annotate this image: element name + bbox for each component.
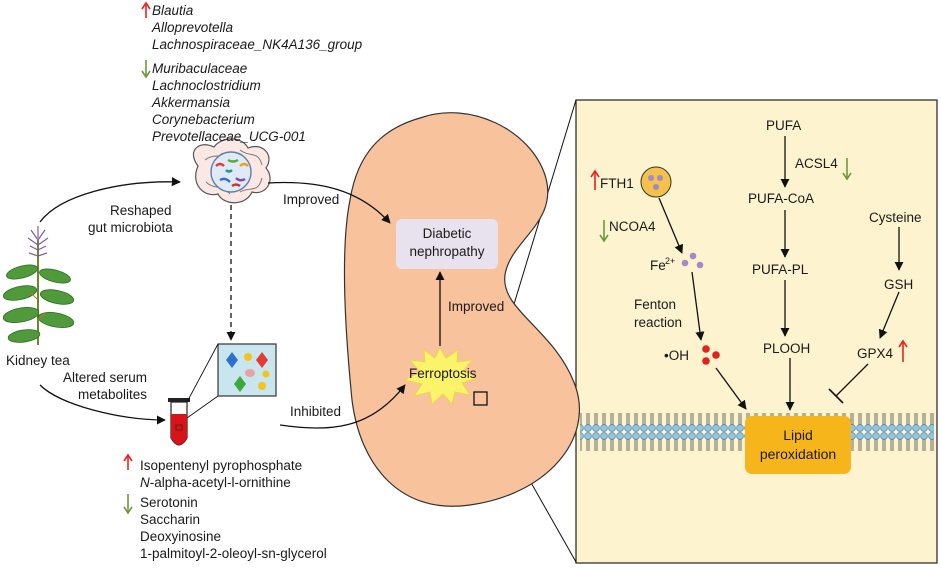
serum-down-item: Serotonin [140,495,198,510]
up-arrow-icon [123,453,133,470]
down-arrow-icon [599,220,609,243]
arrow-oh-to-lipid [715,367,747,410]
pufa-coa-label: PUFA-CoA [748,191,814,206]
arrow-tube-to-ferroptosis [279,384,406,429]
pufa-pl-label: PUFA-PL [752,262,809,277]
fenton-label-line2: reaction [634,315,682,330]
kidney-shape [343,112,580,507]
gut-down-list: Muribaculaceae Lachnoclostridium Akkerma… [152,60,306,145]
serum-up-item-prefix: N [140,475,150,490]
serum-down-item: 1-palmitoyl-2-oleoyl-sn-glycerol [140,546,327,561]
arrow-ferritin-to-fe [658,197,684,254]
dn-label-line2: nephropathy [409,244,485,259]
ncoa4-label: NCOA4 [609,219,656,234]
down-arrow-icon [123,494,133,515]
cysteine-label: Cysteine [869,210,922,225]
reshaped-label-line1: Reshaped [110,203,172,218]
gsh-label: GSH [884,277,913,292]
gut-up-item: Alloprevotella [152,20,234,35]
inhibited-label: Inhibited [290,404,341,419]
plooh-label: PLOOH [763,341,810,356]
gpx4-label: GPX4 [857,346,894,361]
inhibit-gpx4-to-lipid [835,363,869,397]
lipid-label-line1: Lipid [783,427,813,443]
ferroptosis-burst [403,347,477,405]
arrow-fe-to-oh [691,271,705,341]
gut-down-item: Corynebacterium [152,112,255,127]
serum-up-list: Isopentenyl pyrophosphate N-alpha-acetyl… [140,457,302,491]
improved-mid-label: Improved [448,299,504,314]
oh-label: •OH [664,348,689,363]
dn-label-line1: Diabetic [422,226,472,241]
blood-tube-icon [168,398,190,446]
down-arrow-icon [842,158,852,181]
serum-up-item: N-alpha-acetyl-l-ornithine [140,474,302,491]
pufa-label: PUFA [766,118,801,133]
altered-label-line2: metabolites [78,387,147,402]
serum-up-item: Isopentenyl pyrophosphate [140,458,303,473]
lipid-peroxidation-box: Lipid peroxidation [745,416,851,474]
inhibit-bar [828,388,844,404]
diabetic-nephropathy-box: Diabetic nephropathy [396,219,498,269]
hydroxyl-radical-dots [702,345,720,365]
arrow-gut-to-dn [267,181,391,224]
gut-down-item: Akkermansia [152,95,231,110]
up-arrow-icon [898,339,908,362]
serum-up-item-rest: -alpha-acetyl-l-ornithine [149,475,291,490]
gut-up-list: Blautia Alloprevotella Lachnospiraceae_N… [152,2,362,53]
kidney-tea-label: Kidney tea [6,353,70,368]
ferroptosis-pathway-panel [575,99,938,564]
altered-label-line1: Altered serum [63,370,147,385]
down-arrow-icon [141,60,151,79]
gut-down-item: Prevotellaceae_UCG-001 [152,129,306,144]
metabolites-panel-icon [217,343,277,397]
fenton-label-line1: Fenton [634,297,676,312]
gut-up-item: Blautia [152,3,194,18]
ferroptosis-label: Ferroptosis [409,366,477,381]
zoom-source-square [473,391,488,406]
gut-down-item: Muribaculaceae [152,61,248,76]
gut-microbiota-icon [192,138,271,204]
arrow-gsh-to-gpx4 [878,291,900,339]
iron-ferritin-icon [640,166,672,198]
acsl4-label: ACSL4 [795,156,838,171]
serum-down-item: Deoxyinosine [140,529,222,544]
gut-up-item: Lachnospiraceae_NK4A136_group [152,37,363,52]
kidney-tea-plant-icon [2,226,75,345]
fth1-label: FTH1 [600,176,634,191]
gut-down-item: Lachnoclostridium [152,78,261,93]
up-arrow-icon [590,169,600,190]
arrow-to-reshaped [39,177,181,223]
reshaped-label-line2: gut microbiota [88,220,173,235]
fe-label: Fe [650,258,666,273]
fe-superscript: 2+ [665,256,675,266]
fe-ion-dots [681,252,704,269]
up-arrow-icon [141,1,151,18]
serum-down-list: Serotonin Saccharin Deoxyinosine 1-palmi… [140,494,327,562]
arrow-to-altered [39,384,166,425]
lipid-label-line2: peroxidation [759,446,837,462]
serum-down-item: Saccharin [140,512,201,527]
improved-top-label: Improved [283,192,339,207]
